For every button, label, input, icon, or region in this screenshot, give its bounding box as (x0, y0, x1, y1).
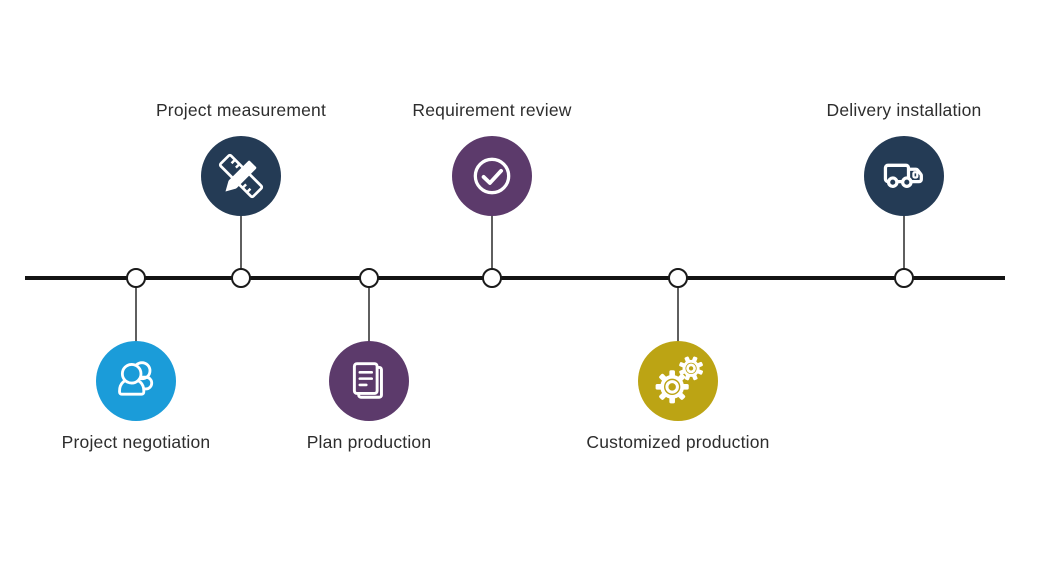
connector-line (491, 215, 493, 269)
connector-line (903, 215, 905, 269)
step-label: Project negotiation (61, 432, 211, 452)
timeline-node (126, 268, 146, 288)
step-icon-badge (329, 341, 409, 421)
document-icon (352, 362, 383, 399)
timeline-node (668, 268, 688, 288)
step-label: Delivery installation (826, 100, 982, 120)
step-label: Requirement review (412, 100, 572, 120)
connector-line (368, 287, 370, 342)
step-icon-badge (452, 136, 532, 216)
timeline-node (359, 268, 379, 288)
check-circle-icon (473, 157, 511, 195)
people-icon (118, 361, 154, 396)
timeline-node (894, 268, 914, 288)
step-label: Plan production (306, 432, 432, 452)
gears-icon (655, 356, 703, 404)
step-icon-badge (864, 136, 944, 216)
timeline-node (231, 268, 251, 288)
truck-icon (883, 163, 923, 188)
connector-line (135, 287, 137, 342)
connector-line (240, 215, 242, 269)
timeline-line (25, 276, 1005, 280)
step-label: Project measurement (155, 100, 327, 120)
step-icon-badge (201, 136, 281, 216)
step-icon-badge (638, 341, 718, 421)
ruler-pencil-icon (218, 153, 264, 199)
step-icon-badge (96, 341, 176, 421)
step-label: Customized production (586, 432, 770, 452)
connector-line (677, 287, 679, 342)
timeline-node (482, 268, 502, 288)
